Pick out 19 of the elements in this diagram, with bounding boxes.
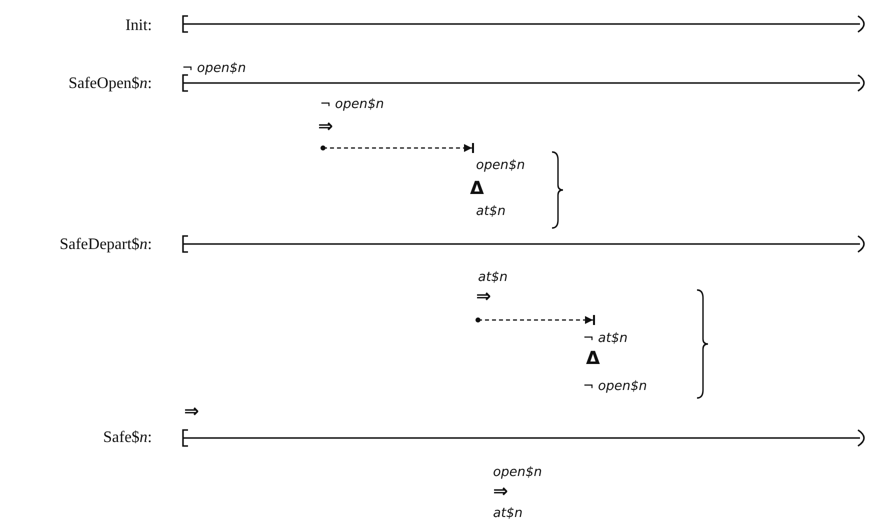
process-name: Safe$n: bbox=[103, 430, 152, 446]
operator-symbol: ⇒ bbox=[476, 288, 492, 306]
operator-symbol: ⇒ bbox=[493, 483, 508, 501]
operator-symbol: ⇒ bbox=[318, 118, 334, 136]
formula-text: open$n bbox=[476, 159, 525, 172]
operator-symbol: ⇒ bbox=[184, 403, 200, 421]
process-name: SafeOpen$n: bbox=[68, 76, 152, 92]
formula-text: open$n bbox=[493, 466, 542, 479]
process-name: Init: bbox=[125, 18, 152, 34]
formula-text: ¬ open$n bbox=[583, 380, 647, 393]
operator-symbol: Δ bbox=[586, 350, 600, 368]
formula-text: at$n bbox=[476, 205, 506, 218]
process-name: SafeDepart$n: bbox=[60, 237, 152, 253]
formula-text: ¬ open$n bbox=[320, 98, 384, 111]
operator-symbol: Δ bbox=[470, 180, 484, 198]
formula-text: ¬ open$n bbox=[182, 62, 246, 75]
formula-text: at$n bbox=[493, 507, 523, 520]
formula-text: at$n bbox=[478, 271, 508, 284]
formula-text: ¬ at$n bbox=[583, 332, 628, 345]
